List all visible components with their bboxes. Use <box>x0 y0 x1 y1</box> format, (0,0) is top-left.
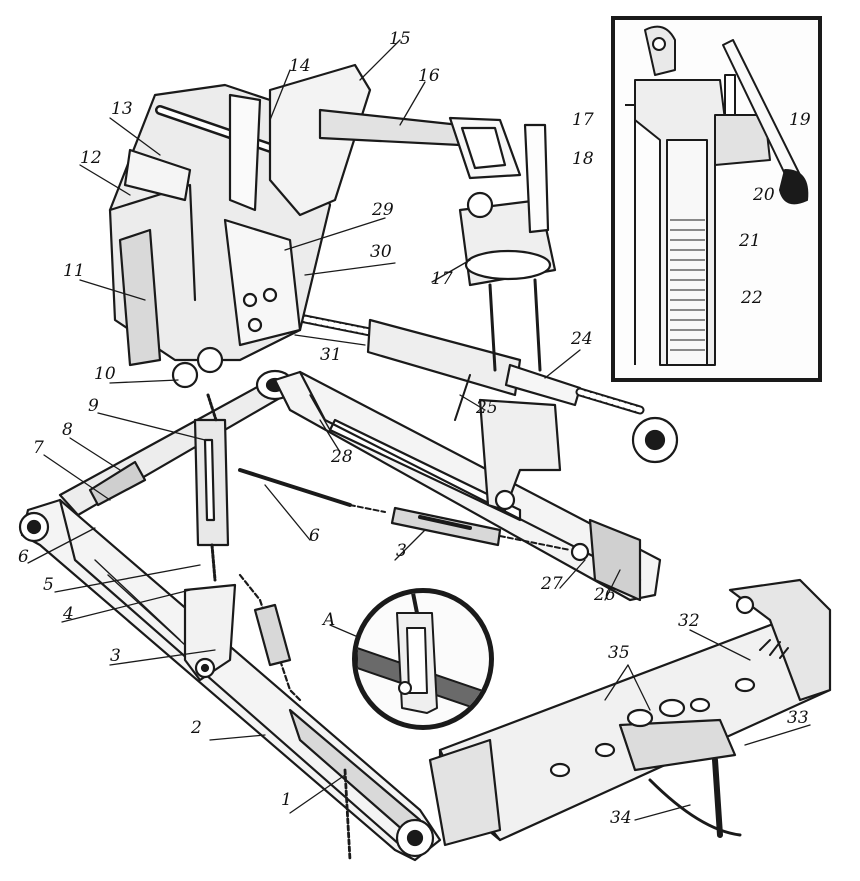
label-23: 22 <box>741 288 763 308</box>
label-6b: 6 <box>309 526 320 546</box>
lift-rod-9 <box>183 393 237 682</box>
label-8: 8 <box>62 420 73 440</box>
lever-bracket <box>268 63 522 217</box>
label-22: 21 <box>739 231 761 251</box>
label-28: 28 <box>331 447 353 467</box>
label-5: 5 <box>43 575 54 595</box>
cross-shaft <box>58 369 295 517</box>
label-2: 2 <box>191 718 202 738</box>
label-11: 11 <box>63 261 85 281</box>
label-13: 13 <box>111 99 133 119</box>
label-19: 18 <box>572 149 594 169</box>
drawbar-32 <box>428 578 832 847</box>
lower-link-28 <box>273 370 662 602</box>
label-17: 17 <box>431 269 453 289</box>
label-7: 7 <box>33 438 44 458</box>
stabilizer-chain <box>238 468 590 702</box>
label-30: 30 <box>370 242 392 262</box>
label-6a: 6 <box>18 547 29 567</box>
fork-bracket <box>478 398 562 512</box>
label-35: 35 <box>608 643 630 663</box>
label-9: 9 <box>88 396 99 416</box>
detail-magnifier-A <box>352 588 494 730</box>
label-15: 15 <box>389 29 411 49</box>
label-31: 31 <box>320 345 342 365</box>
label-3b: 3 <box>396 541 407 561</box>
label-24: 24 <box>571 329 593 349</box>
label-21: 20 <box>753 185 775 205</box>
label-27: 27 <box>541 574 563 594</box>
label-25: 25 <box>476 398 498 418</box>
label-10: 10 <box>94 364 116 384</box>
label-A: A <box>323 610 336 630</box>
label-20: 19 <box>789 110 811 130</box>
upper-link-24 <box>295 313 679 464</box>
label-29: 29 <box>372 200 394 220</box>
inset-detail-frame: 17 18 19 20 21 22 <box>572 16 822 382</box>
label-32: 32 <box>678 611 700 631</box>
valve-column <box>458 123 557 372</box>
label-14: 14 <box>289 56 311 76</box>
magnifier-detail <box>357 593 489 714</box>
label-12: 12 <box>80 148 102 168</box>
label-26: 26 <box>594 585 616 605</box>
label-4: 4 <box>63 604 74 624</box>
label-1: 1 <box>281 790 292 810</box>
label-18: 17 <box>572 110 594 130</box>
label-16: 16 <box>418 66 440 86</box>
inset-valve-cutaway <box>625 25 809 366</box>
label-3a: 3 <box>110 646 121 666</box>
lower-link-1 <box>18 498 442 862</box>
label-34: 34 <box>610 808 632 828</box>
label-33: 33 <box>787 708 809 728</box>
